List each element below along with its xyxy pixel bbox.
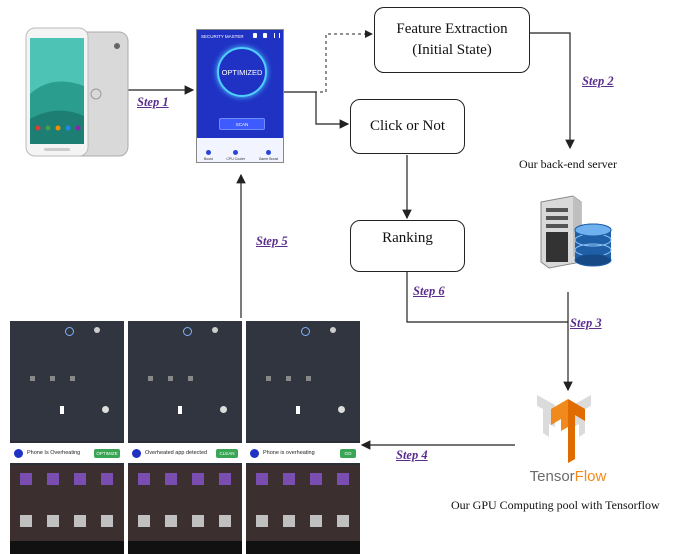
boost-label: Boost — [203, 157, 213, 161]
server-image — [540, 195, 612, 269]
arrow-click-or-not — [284, 91, 350, 129]
app-title: SECURITY MASTER — [201, 34, 244, 39]
arrow-step6 — [406, 272, 568, 323]
screenshot-panel-2: Overheated app detected CLEAN — [128, 321, 242, 554]
notification-action-button[interactable]: OPTIMIZE — [94, 448, 120, 458]
cpu-cooler-tab[interactable]: CPU Cooler — [226, 150, 245, 161]
game-boost-label: Game Boost — [258, 157, 279, 161]
notification-action-button[interactable]: GO — [340, 448, 356, 458]
boost-tab[interactable]: Boost — [204, 150, 213, 161]
app-screenshot: SECURITY MASTER OPTIMIZED SCAN Boost CPU… — [196, 29, 284, 163]
cast-icon — [220, 406, 227, 413]
nav-bar — [128, 541, 242, 554]
qs-tile-b — [286, 376, 291, 381]
settings-icon — [212, 327, 218, 333]
qs-tile-c — [306, 376, 311, 381]
shield-icon — [253, 33, 257, 38]
step5-label: Step 5 — [256, 234, 288, 248]
settings-icon — [330, 327, 336, 333]
ranking-box: Ranking — [350, 220, 465, 272]
tensorflow-logo: TensorFlow — [530, 395, 607, 485]
qs-tile-a — [30, 376, 35, 381]
server-caption: Our back-end server — [519, 157, 617, 171]
gpu-caption: Our GPU Computing pool with Tensorflow — [451, 498, 660, 512]
notification-title: Phone is overheating — [263, 450, 315, 456]
notification-title: Overheated app detected — [145, 450, 208, 456]
nav-bar — [246, 541, 360, 554]
flashlight-icon — [296, 406, 300, 414]
qs-tile-a — [148, 376, 153, 381]
app-bottom-bar: Boost CPU Cooler Game Boost — [197, 138, 283, 162]
notification-card-1[interactable]: Phone Is Overheating OPTIMIZE — [10, 443, 124, 463]
step6-label: Step 6 — [413, 284, 445, 298]
screenshot-panel-1: Phone Is Overheating OPTIMIZE — [10, 321, 124, 554]
optimized-status: OPTIMIZED — [221, 67, 263, 77]
notification-card-2[interactable]: Overheated app detected CLEAN — [128, 443, 242, 463]
app-icon — [132, 448, 141, 458]
tensorflow-prefix: Tensor — [530, 468, 575, 485]
notification-screenshots: Phone Is Overheating OPTIMIZE Overheated… — [10, 321, 362, 554]
home-screen — [128, 465, 242, 554]
feature-extraction-line1: Feature Extraction — [396, 21, 508, 37]
click-or-not-label: Click or Not — [370, 118, 445, 134]
flashlight-icon — [178, 406, 182, 414]
arrow-step2 — [530, 32, 575, 150]
flashlight-icon — [60, 406, 64, 414]
qs-tile-a — [266, 376, 271, 381]
app-icon — [250, 448, 259, 458]
quick-settings — [10, 321, 124, 441]
app-icon-row2 — [256, 515, 350, 527]
gamepad-icon — [265, 150, 271, 155]
click-or-not-box: Click or Not — [350, 99, 465, 154]
quick-settings — [246, 321, 360, 441]
gift-icon — [263, 33, 267, 38]
ranking-label: Ranking — [382, 230, 433, 246]
app-icon-row2 — [138, 515, 232, 527]
cast-icon — [338, 406, 345, 413]
snowflake-icon — [233, 150, 239, 155]
screenshot-panel-3: Phone is overheating GO — [246, 321, 360, 554]
app-icon-row1 — [138, 473, 232, 485]
app-icon — [14, 448, 23, 458]
qs-tile-c — [70, 376, 75, 381]
app-icon-row1 — [256, 473, 350, 485]
wifi-icon — [301, 327, 310, 336]
tensorflow-wordmark: TensorFlow — [530, 468, 607, 485]
app-icon-row2 — [20, 515, 114, 527]
home-screen — [10, 465, 124, 554]
scan-label: SCAN — [235, 121, 249, 127]
scan-button[interactable]: SCAN — [219, 118, 265, 130]
home-screen — [246, 465, 360, 554]
feature-extraction-box: Feature Extraction (Initial State) — [374, 7, 530, 73]
step3-label: Step 3 — [570, 316, 602, 330]
feature-extraction-line2: (Initial State) — [412, 42, 492, 58]
wifi-icon — [65, 327, 74, 336]
app-icon-row1 — [20, 473, 114, 485]
step1-label: Step 1 — [137, 95, 169, 109]
arrow-dashed-feature — [284, 30, 373, 93]
qs-tile-c — [188, 376, 193, 381]
qs-tile-b — [168, 376, 173, 381]
cast-icon — [102, 406, 109, 413]
notification-title: Phone Is Overheating — [27, 450, 81, 456]
step4-label: Step 4 — [396, 448, 428, 462]
notification-action-button[interactable]: CLEAN — [216, 448, 238, 458]
optimized-ring: OPTIMIZED — [217, 47, 267, 97]
wifi-icon — [183, 327, 192, 336]
game-boost-tab[interactable]: Game Boost — [259, 150, 278, 161]
rocket-icon — [205, 150, 211, 155]
notification-card-3[interactable]: Phone is overheating GO — [246, 443, 360, 463]
step2-label: Step 2 — [582, 74, 614, 88]
tensorflow-suffix: Flow — [575, 468, 607, 485]
qs-tile-b — [50, 376, 55, 381]
nav-bar — [10, 541, 124, 554]
quick-settings — [128, 321, 242, 441]
settings-icon — [94, 327, 100, 333]
menu-icon — [274, 33, 280, 38]
cpu-cooler-label: CPU Cooler — [226, 157, 246, 161]
smartphone-image — [25, 27, 129, 157]
